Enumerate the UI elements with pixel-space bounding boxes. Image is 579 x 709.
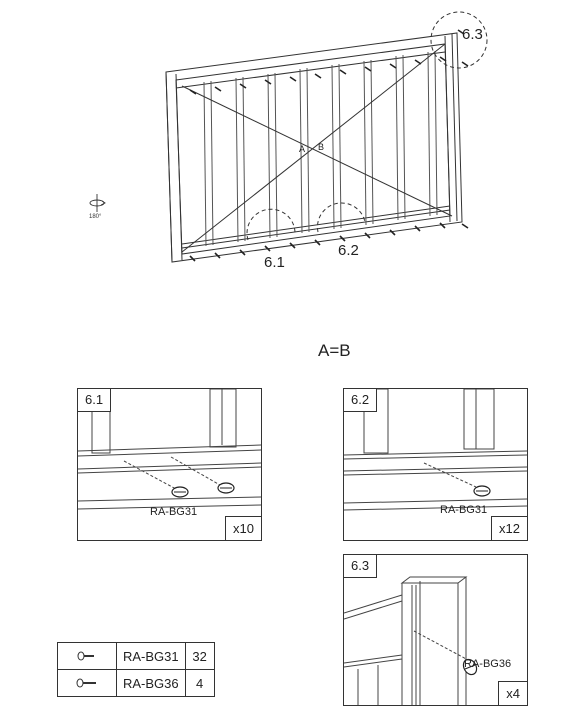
detail-id-6.3: 6.3 bbox=[344, 555, 378, 578]
parts-count: 32 bbox=[184, 642, 215, 670]
callout-6.1: 6.1 bbox=[264, 254, 285, 271]
parts-table: RA-BG31 32 RA-BG36 4 bbox=[57, 642, 215, 697]
part-label-6.1: RA-BG31 bbox=[150, 506, 198, 518]
screw-6.2 bbox=[473, 485, 491, 497]
qty-6.1: x10 bbox=[225, 516, 261, 540]
short-screw-icon bbox=[57, 642, 117, 670]
part-label-6.3: RA-BG36 bbox=[464, 658, 512, 670]
parts-count: 4 bbox=[184, 669, 215, 697]
detail-panel-6.3: 6.3 RA-BG36 x4 bbox=[343, 554, 528, 706]
qty-6.2: x12 bbox=[491, 516, 527, 540]
parts-row-ra-bg31: RA-BG31 32 bbox=[57, 642, 215, 670]
detail-panel-6.1: 6.1 RA-BG31 x10 bbox=[77, 388, 262, 541]
screw-6.1-b bbox=[217, 482, 235, 494]
detail-drawing-6.1 bbox=[78, 389, 261, 510]
detail-id-6.1: 6.1 bbox=[78, 389, 112, 412]
parts-row-ra-bg36: RA-BG36 4 bbox=[57, 669, 215, 697]
detail-panel-6.2: 6.2 RA-BG31 x12 bbox=[343, 388, 528, 541]
detail-drawing-6.3 bbox=[344, 576, 478, 705]
diagonal-line-a bbox=[181, 85, 453, 217]
detail-id-6.2: 6.2 bbox=[344, 389, 378, 412]
screw-row-top bbox=[189, 56, 447, 95]
diagonal-label-a: A bbox=[299, 144, 306, 154]
detail-drawing-6.2 bbox=[344, 389, 527, 511]
screw-6.3 bbox=[462, 658, 478, 676]
callout-6.3: 6.3 bbox=[462, 26, 483, 43]
screw-6.1-a bbox=[171, 486, 189, 498]
parts-code: RA-BG31 bbox=[116, 642, 186, 670]
rotate-180-icon bbox=[89, 194, 106, 212]
detail-circle-6.3 bbox=[430, 11, 488, 69]
diagonal-label-b: B bbox=[318, 142, 325, 152]
detail-circle-6.1 bbox=[246, 208, 296, 241]
part-label-6.2: RA-BG31 bbox=[440, 504, 488, 516]
gate-assembly-drawing bbox=[89, 11, 488, 263]
rotation-label: 180° bbox=[89, 214, 102, 220]
diagonal-equation: A=B bbox=[318, 341, 351, 360]
qty-6.3: x4 bbox=[498, 681, 527, 705]
long-screw-icon bbox=[57, 669, 117, 697]
screw-row-bottom bbox=[189, 29, 469, 262]
parts-code: RA-BG36 bbox=[116, 669, 186, 697]
diagonal-line-b bbox=[181, 43, 446, 253]
detail-circle-6.2 bbox=[316, 202, 366, 233]
callout-6.2: 6.2 bbox=[338, 242, 359, 259]
